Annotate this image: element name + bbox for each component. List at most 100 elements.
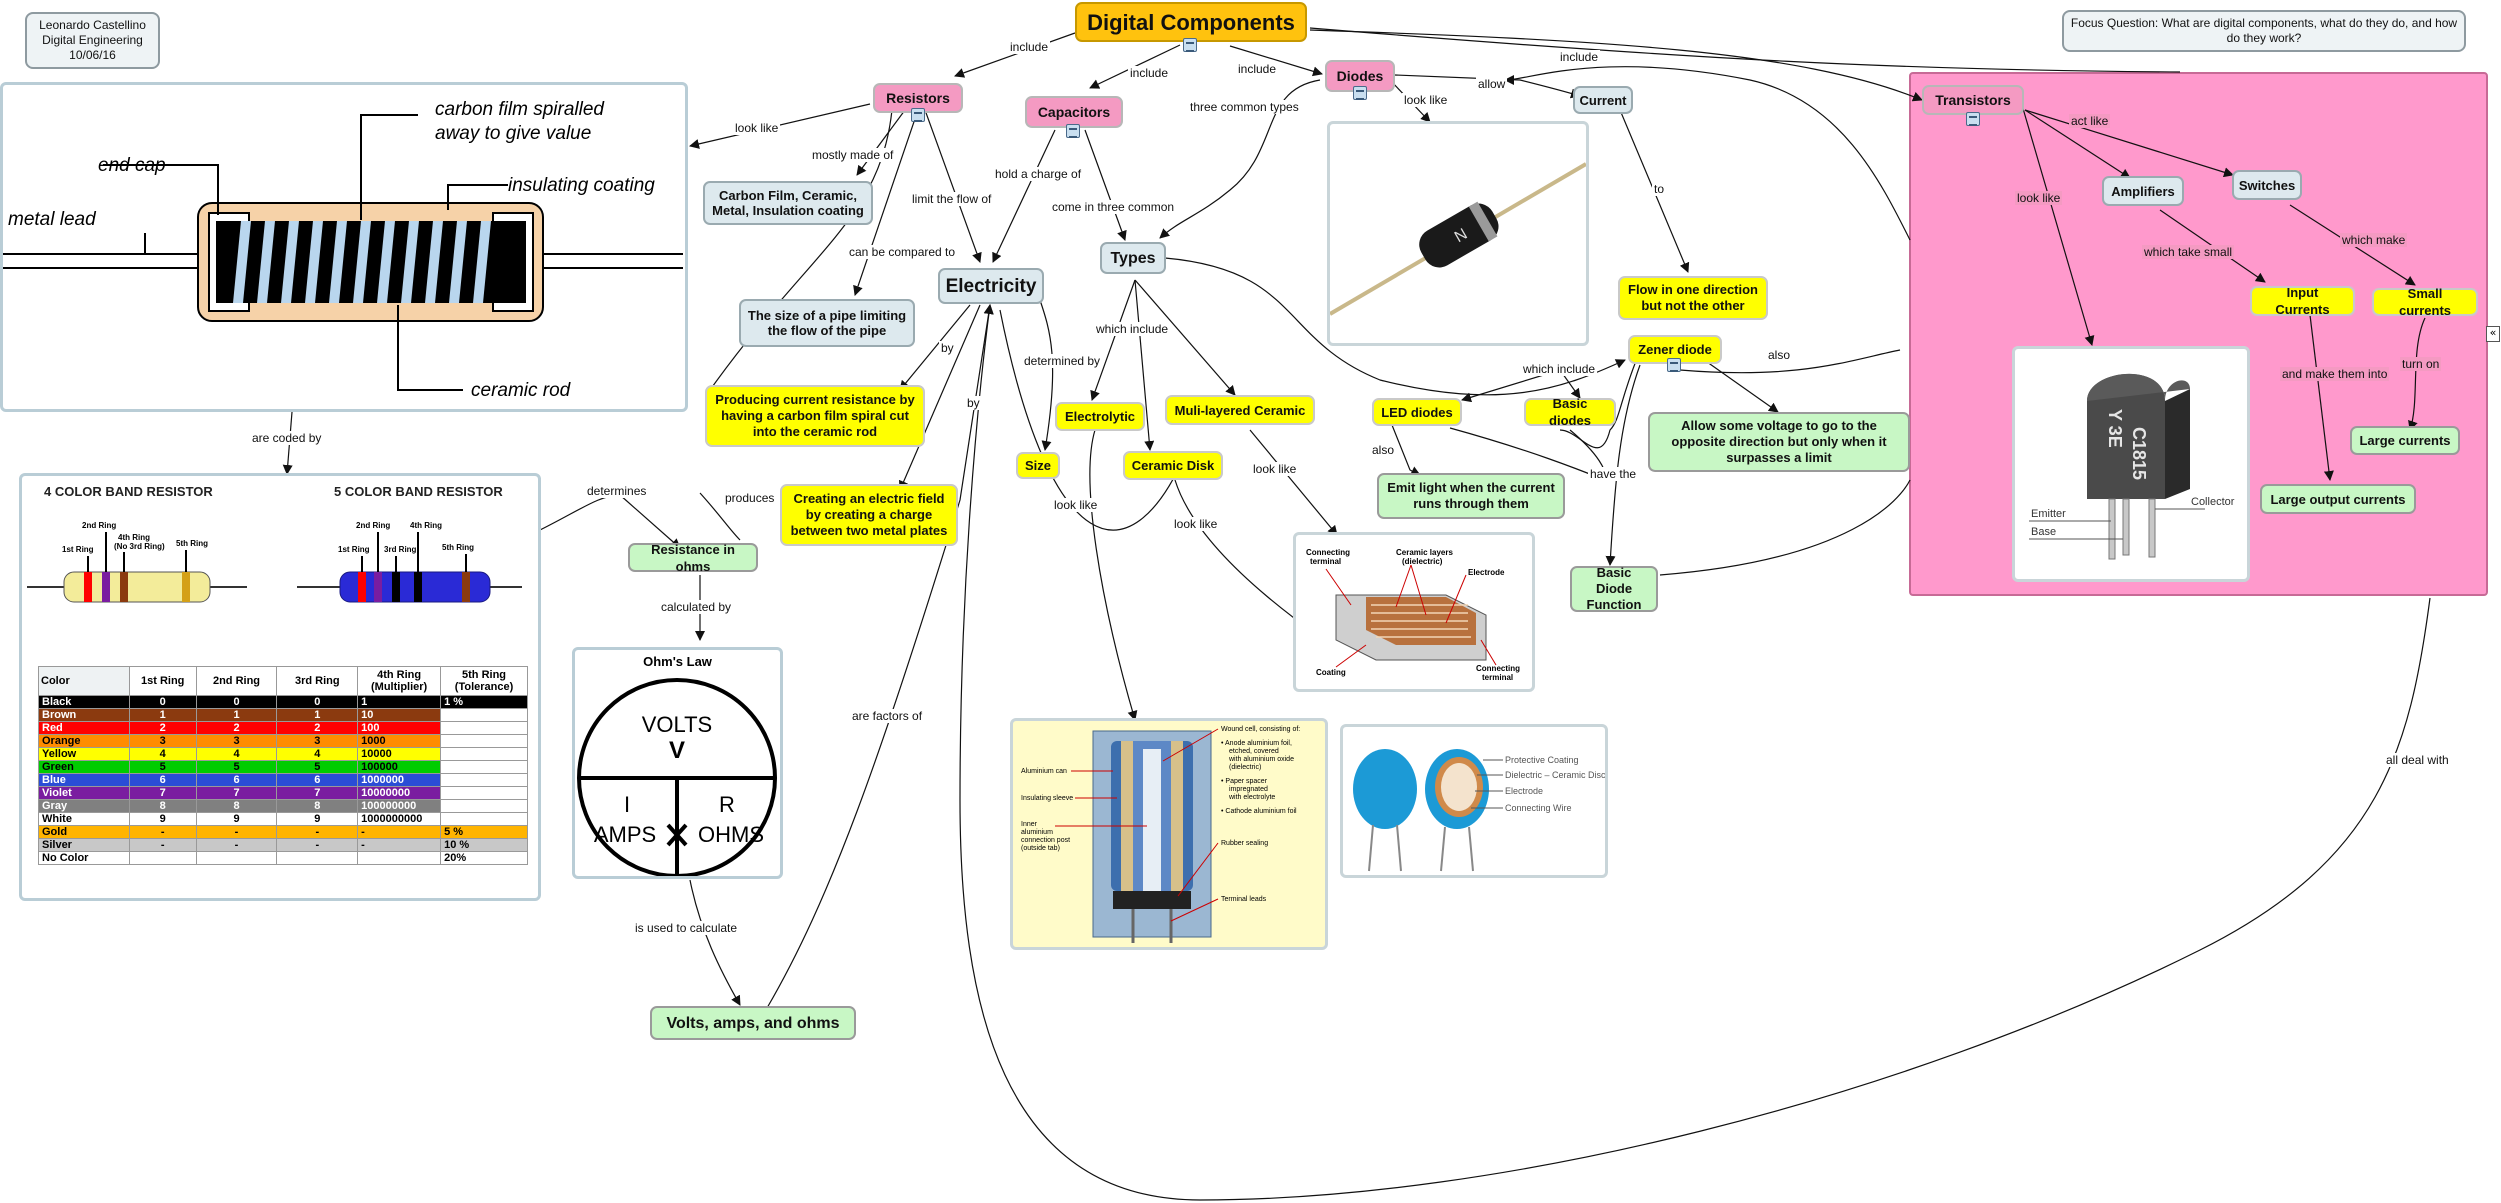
submap-icon[interactable] bbox=[1667, 358, 1681, 372]
svg-text:impregnated: impregnated bbox=[1229, 786, 1268, 793]
resistor-label-end-cap: end cap bbox=[98, 155, 166, 176]
submap-icon[interactable] bbox=[911, 108, 925, 122]
node-basic-diodes[interactable]: Basic diodes bbox=[1524, 396, 1616, 428]
submap-icon[interactable] bbox=[1966, 112, 1980, 126]
node-large-currents[interactable]: Large currents bbox=[2350, 426, 2460, 455]
node-allow-voltage[interactable]: Allow some voltage to go to the opposite… bbox=[1648, 412, 1910, 472]
node-transistors[interactable]: Transistors bbox=[1922, 85, 2024, 115]
node-input-currents[interactable]: Input Currents bbox=[2250, 285, 2355, 317]
color-value-cell: 1 bbox=[128, 708, 197, 722]
node-electrolytic[interactable]: Electrolytic bbox=[1055, 402, 1145, 431]
svg-text:terminal: terminal bbox=[1310, 557, 1341, 566]
node-volts-amps-ohms[interactable]: Volts, amps, and ohms bbox=[650, 1006, 856, 1040]
node-resistance-ohms[interactable]: Resistance in ohms bbox=[628, 542, 758, 574]
link-label: three common types bbox=[1188, 100, 1301, 114]
ohms-i: I bbox=[624, 792, 630, 817]
author-box: Leonardo Castellino Digital Engineering … bbox=[25, 12, 160, 69]
link-label: look like bbox=[2015, 191, 2063, 205]
svg-text:4th Ring: 4th Ring bbox=[118, 533, 150, 542]
svg-text:• Paper spacer: • Paper spacer bbox=[1221, 778, 1268, 785]
link-label: to bbox=[1652, 182, 1667, 196]
node-capacitors[interactable]: Capacitors bbox=[1025, 96, 1123, 128]
color-value-cell: 4 bbox=[128, 747, 197, 761]
link-label: have the bbox=[1588, 467, 1639, 481]
ohms-volts: VOLTS bbox=[642, 712, 713, 737]
svg-text:(outside tab): (outside tab) bbox=[1021, 845, 1060, 852]
node-flow-one-direction[interactable]: Flow in one direction but not the other bbox=[1618, 276, 1768, 320]
color-value-cell: 6 bbox=[276, 773, 359, 787]
color-value-cell: 1000 bbox=[357, 734, 442, 748]
node-led[interactable]: LED diodes bbox=[1372, 398, 1462, 426]
node-carbon-film[interactable]: Carbon Film, Ceramic, Metal, Insulation … bbox=[703, 181, 873, 225]
svg-text:1st Ring: 1st Ring bbox=[62, 545, 94, 554]
node-small-currents[interactable]: Small currents bbox=[2372, 286, 2478, 318]
collapse-icon[interactable]: « bbox=[2486, 326, 2500, 342]
color-value-cell bbox=[128, 851, 197, 865]
link-label: look like bbox=[733, 121, 781, 135]
svg-text:Wound cell, consisting of:: Wound cell, consisting of: bbox=[1221, 726, 1300, 733]
svg-text:Connecting Wire: Connecting Wire bbox=[1505, 803, 1572, 813]
color-code-table: Color 1st Ring 2nd Ring 3rd Ring 4th Rin… bbox=[38, 666, 528, 865]
link-label: look like bbox=[1402, 93, 1450, 107]
course-name: Digital Engineering bbox=[42, 33, 143, 47]
color-value-cell: 1 % bbox=[440, 695, 528, 709]
color-name-cell: Yellow bbox=[38, 747, 130, 761]
color-value-cell: 4 bbox=[195, 747, 278, 761]
node-large-output-currents[interactable]: Large output currents bbox=[2260, 484, 2416, 514]
resistor-label-insulating: insulating coating bbox=[508, 175, 655, 196]
link-label: limit the flow of bbox=[910, 192, 994, 206]
svg-text:(dielectric): (dielectric) bbox=[1229, 764, 1261, 771]
color-value-cell: 1000000 bbox=[357, 773, 442, 787]
author-name: Leonardo Castellino bbox=[39, 18, 146, 32]
color-value-cell: 100000000 bbox=[357, 799, 442, 813]
node-producing-resistance[interactable]: Producing current resistance by having a… bbox=[705, 385, 925, 447]
node-size[interactable]: Size bbox=[1016, 452, 1060, 479]
link-label: also bbox=[1766, 348, 1793, 362]
submap-icon[interactable] bbox=[1353, 86, 1367, 100]
color-value-cell: 3 bbox=[195, 734, 278, 748]
node-pipe[interactable]: The size of a pipe limiting the flow of … bbox=[739, 299, 915, 347]
node-types[interactable]: Types bbox=[1100, 242, 1166, 274]
node-basic-diode-function[interactable]: Basic Diode Function bbox=[1570, 565, 1658, 612]
node-electricity[interactable]: Electricity bbox=[938, 268, 1044, 304]
submap-icon[interactable] bbox=[1183, 38, 1197, 52]
node-multilayered[interactable]: Muli-layered Ceramic bbox=[1165, 395, 1315, 425]
node-ceramic-disk[interactable]: Ceramic Disk bbox=[1123, 451, 1223, 480]
svg-text:1st Ring: 1st Ring bbox=[338, 545, 370, 554]
submap-icon[interactable] bbox=[1066, 124, 1080, 138]
svg-text:5th Ring: 5th Ring bbox=[442, 543, 474, 552]
author-date: 10/06/16 bbox=[69, 48, 116, 62]
transistor-emitter: Emitter bbox=[2031, 508, 2066, 520]
node-emit-light[interactable]: Emit light when the current runs through… bbox=[1377, 473, 1565, 519]
color-value-cell: 3 bbox=[276, 734, 359, 748]
node-amplifiers[interactable]: Amplifiers bbox=[2102, 176, 2184, 206]
transistor-base: Base bbox=[2031, 526, 2056, 538]
color-value-cell: - bbox=[276, 838, 359, 852]
transistor-image: C1815 Y 3E Emitter Base Collector bbox=[2012, 346, 2250, 582]
color-value-cell: 6 bbox=[195, 773, 278, 787]
node-current[interactable]: Current bbox=[1573, 86, 1633, 114]
color-value-cell: - bbox=[357, 825, 442, 839]
resistor-color-code-image: 4 COLOR BAND RESISTOR 5 COLOR BAND RESIS… bbox=[19, 473, 541, 901]
svg-text:Electrode: Electrode bbox=[1505, 786, 1543, 796]
color-value-cell: - bbox=[357, 838, 442, 852]
color-value-cell: 0 bbox=[128, 695, 197, 709]
color-name-cell: Red bbox=[38, 721, 130, 735]
svg-text:Insulating sleeve: Insulating sleeve bbox=[1021, 795, 1073, 802]
color-value-cell bbox=[440, 812, 528, 826]
node-switches[interactable]: Switches bbox=[2232, 170, 2302, 200]
link-label: look like bbox=[1172, 517, 1220, 531]
color-value-cell: 10 % bbox=[440, 838, 528, 852]
link-label: also bbox=[1370, 443, 1397, 457]
color-value-cell bbox=[440, 799, 528, 813]
node-digital-components[interactable]: Digital Components bbox=[1075, 2, 1307, 42]
color-value-cell: 2 bbox=[128, 721, 197, 735]
color-name-cell: White bbox=[38, 812, 130, 826]
svg-text:Inner: Inner bbox=[1021, 821, 1038, 828]
node-electric-field[interactable]: Creating an electric field by creating a… bbox=[780, 484, 958, 546]
link-label: by bbox=[939, 341, 956, 355]
